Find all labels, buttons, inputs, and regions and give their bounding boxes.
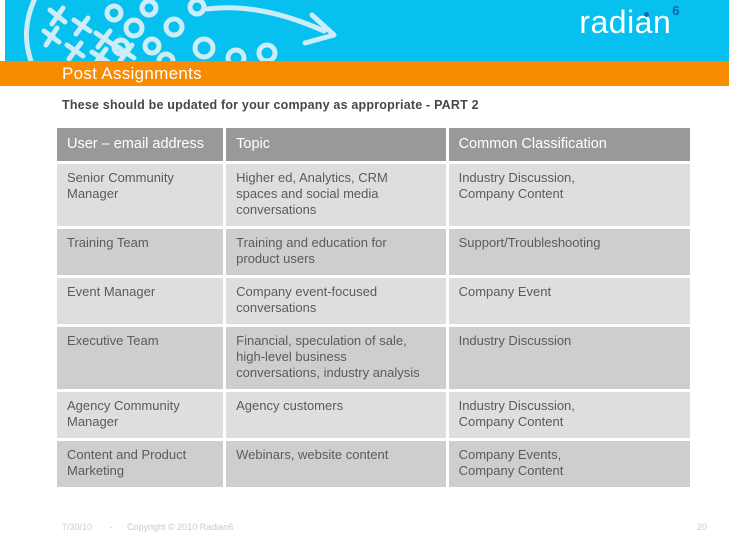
table-cell: Higher ed, Analytics, CRM spaces and soc…: [226, 164, 446, 226]
page-number: 20: [696, 522, 707, 532]
table-cell: Senior Community Manager: [57, 164, 224, 226]
table-cell: Executive Team: [57, 327, 224, 389]
table-cell: Agency Community Manager: [57, 392, 224, 438]
table-cell: Company Event: [448, 278, 690, 324]
footer-date: 7/30/10: [62, 522, 93, 532]
table-cell: Content and Product Marketing: [57, 441, 224, 487]
table-cell: Training Team: [57, 229, 224, 275]
table-cell: Industry Discussion, Company Content: [448, 164, 690, 226]
title-bar: Post Assignments: [0, 61, 729, 86]
table-cell: Company Events, Company Content: [448, 441, 690, 487]
table-cell: Industry Discussion, Company Content: [448, 392, 690, 438]
top-band: radian6: [0, 0, 729, 61]
column-header-user: User – email address: [57, 128, 224, 161]
subtitle: These should be updated for your company…: [62, 98, 479, 112]
table-header-row: User – email address Topic Common Classi…: [57, 128, 690, 161]
radian6-logo: radian6: [579, 3, 680, 40]
logo-superscript: 6: [672, 3, 680, 19]
table-cell: Webinars, website content: [226, 441, 446, 487]
assignments-table: User – email address Topic Common Classi…: [54, 125, 693, 490]
table-cell: Company event-focused conversations: [226, 278, 446, 324]
logo-i-dot: [644, 12, 650, 17]
column-header-classification: Common Classification: [448, 128, 690, 161]
table-cell: Training and education for product users: [226, 229, 446, 275]
table-cell: Event Manager: [57, 278, 224, 324]
table-cell: Financial, speculation of sale, high-lev…: [226, 327, 446, 389]
table-cell: Industry Discussion: [448, 327, 690, 389]
left-white-strip: [0, 0, 5, 61]
footer-copyright: Copyright © 2010 Radian6: [127, 522, 234, 532]
footer: 7/30/10 - Copyright © 2010 Radian6 20: [62, 522, 707, 532]
table-cell: Agency customers: [226, 392, 446, 438]
logo-text: radian: [579, 4, 672, 40]
play-diagram-doodle: [23, 0, 337, 61]
column-header-topic: Topic: [226, 128, 446, 161]
slide-title: Post Assignments: [62, 64, 202, 83]
table-cell: Support/Troubleshooting: [448, 229, 690, 275]
footer-separator: -: [110, 522, 114, 532]
